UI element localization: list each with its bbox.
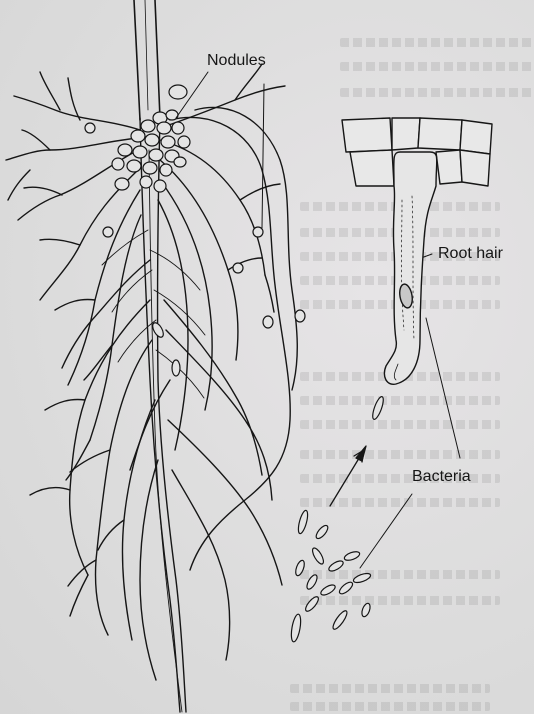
infection-arrow (330, 446, 366, 506)
bacteria-leader (426, 318, 460, 458)
nodules-label: Nodules (207, 52, 266, 70)
nodules-leader-2 (262, 84, 264, 228)
root-hair-label: Root hair (438, 245, 503, 263)
bacteria-label: Bacteria (412, 468, 471, 486)
lateral-root (62, 260, 158, 680)
bacteria-leader-2 (360, 494, 412, 568)
tap-root (140, 118, 186, 712)
root-hair-cell (384, 152, 436, 384)
lateral-root (158, 86, 285, 450)
root-system (6, 0, 297, 712)
bacteria-group (290, 396, 386, 643)
